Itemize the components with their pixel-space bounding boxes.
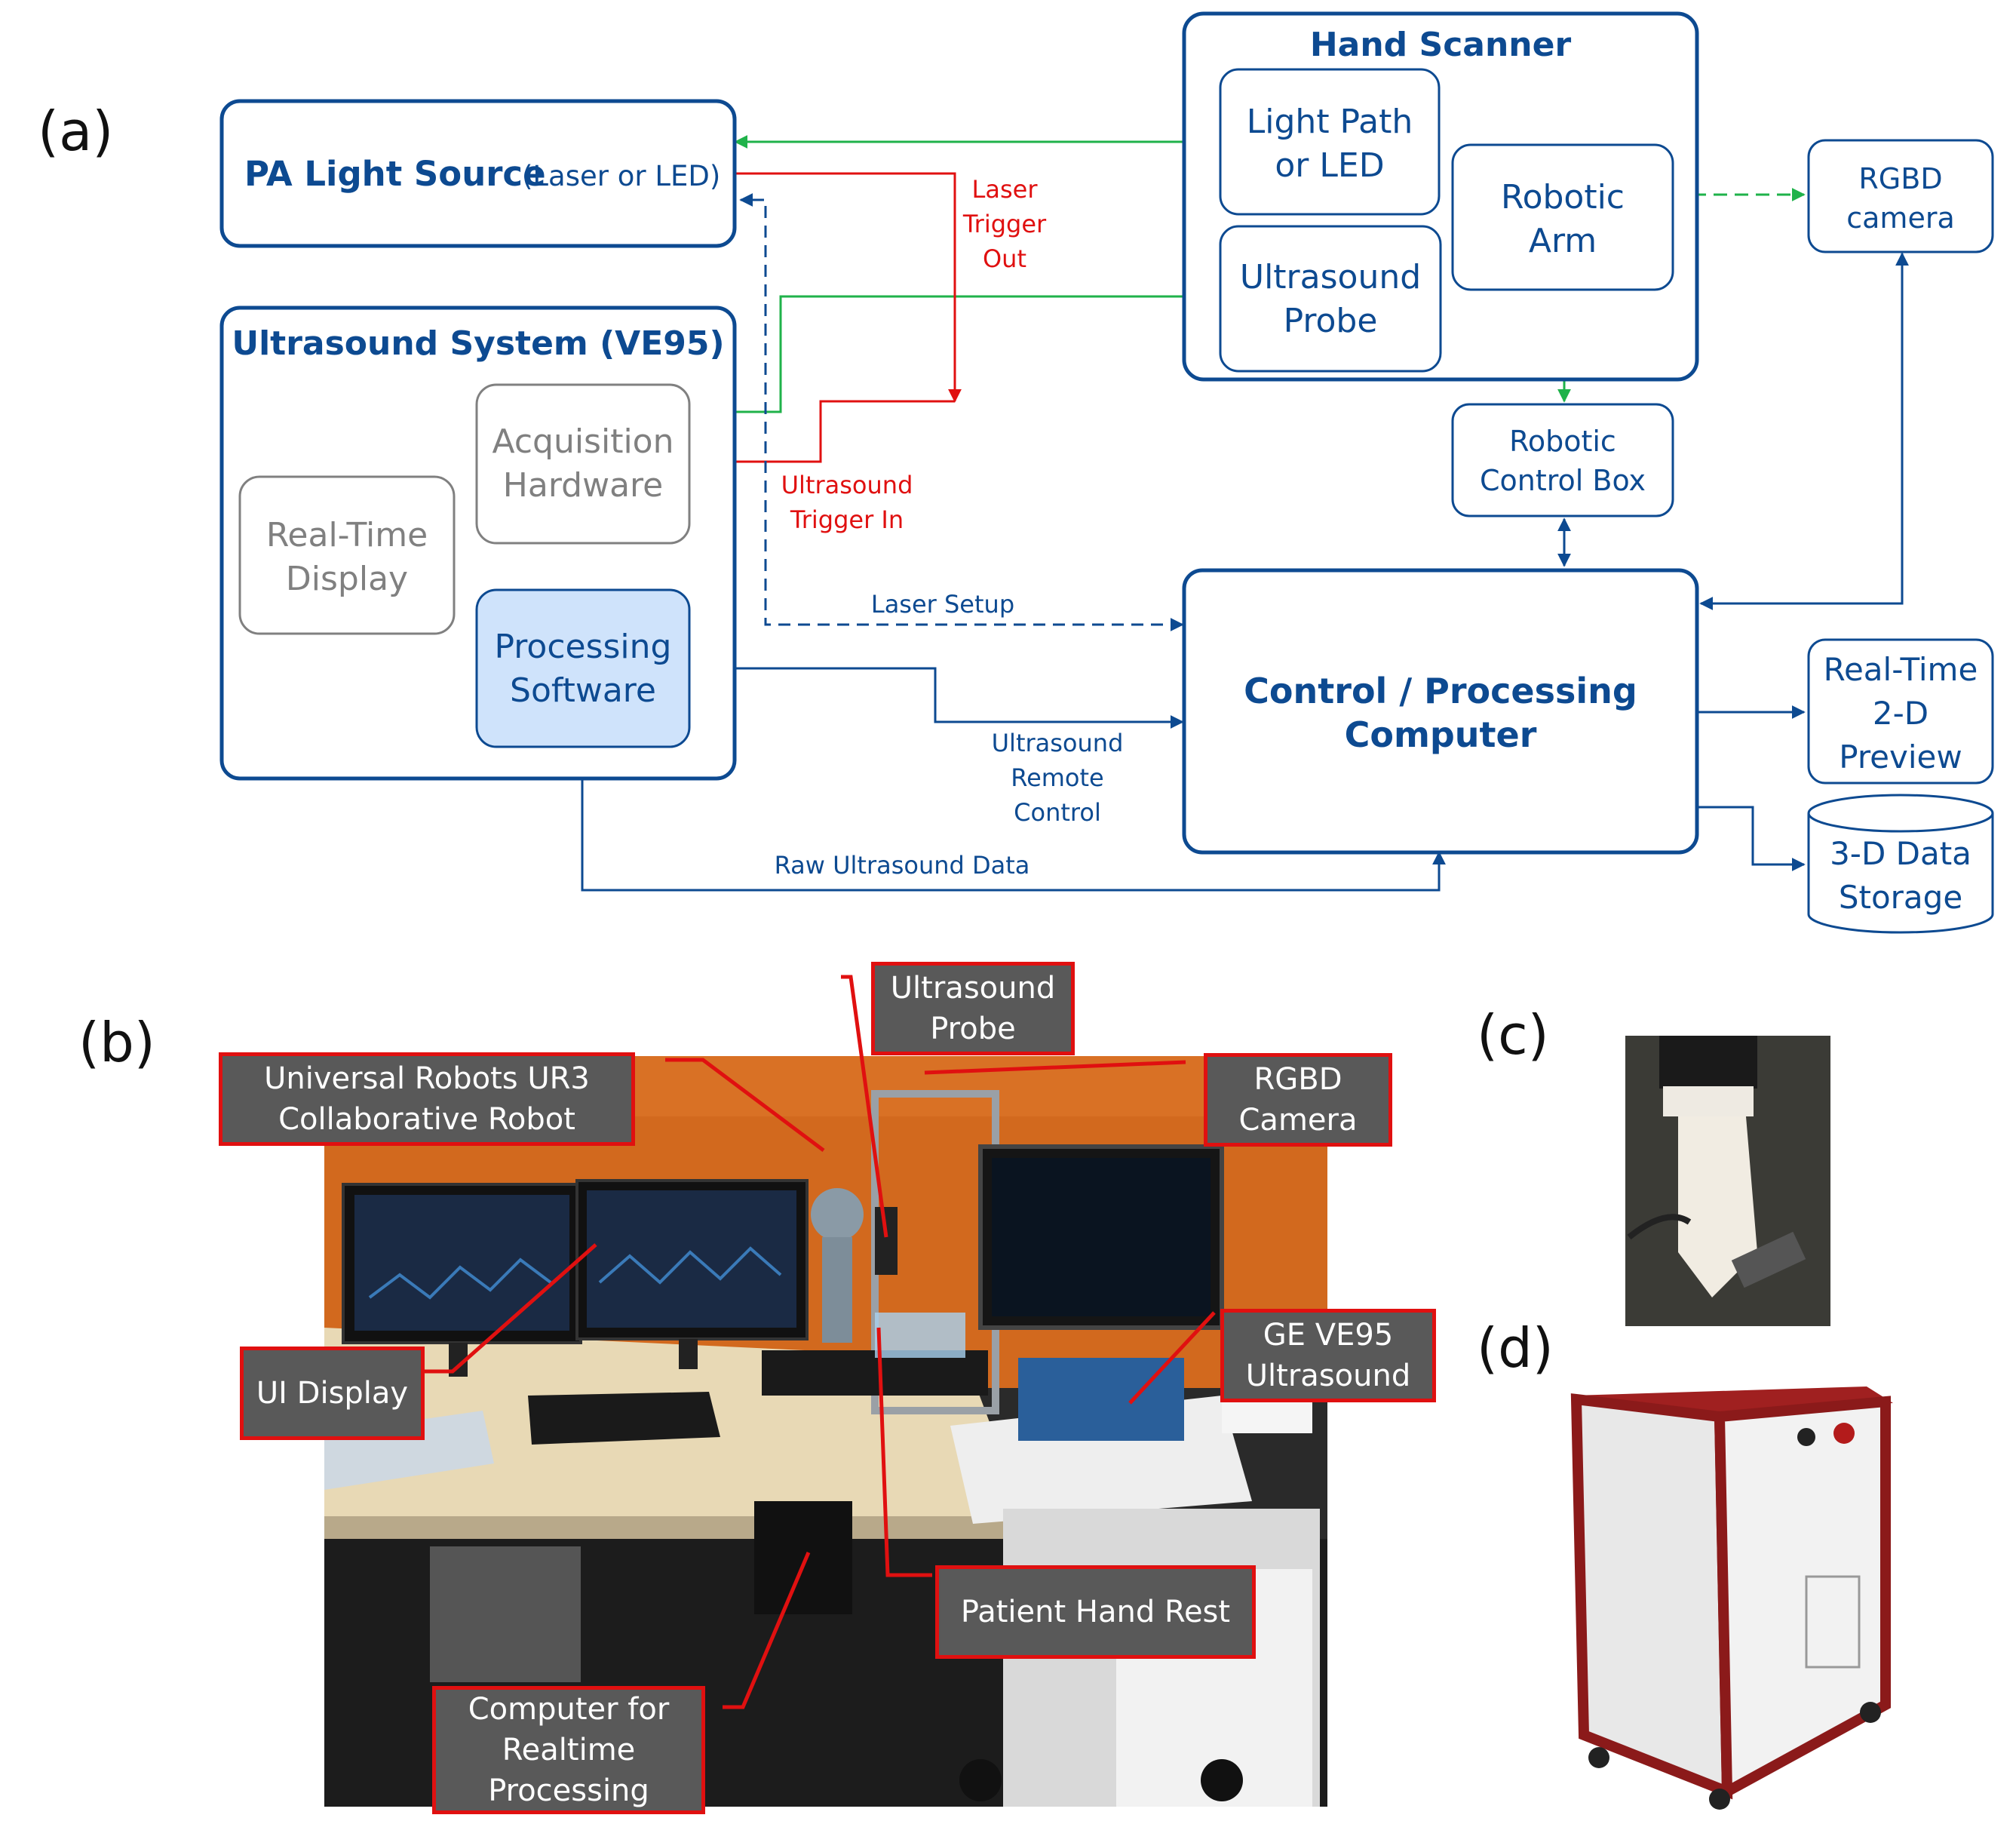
robotic-arm-line2: Arm	[1529, 222, 1597, 260]
arrow-raw-data	[581, 747, 1446, 892]
leader-ge	[1128, 1311, 1216, 1405]
preview-line2: 2-D	[1873, 695, 1929, 732]
processing-software-line1: Processing	[495, 628, 672, 666]
leader-probe	[841, 975, 888, 1238]
scanner-probe-line2: Probe	[1284, 302, 1378, 340]
leader-ur3	[665, 1058, 825, 1152]
laser-trigger-label-2: Trigger	[962, 210, 1047, 238]
callout-ge-ve95: GE VE95 Ultrasound	[1220, 1309, 1436, 1402]
pa-light-source-subtitle: (Laser or LED)	[522, 160, 720, 192]
data-storage-cylinder	[1807, 794, 1994, 934]
callout-patient-hand-rest: Patient Hand Rest	[935, 1565, 1256, 1659]
rgbd-camera-box	[1807, 139, 1994, 253]
callout-ur3-robot: Universal Robots UR3 Collaborative Robot	[219, 1052, 635, 1146]
acquisition-hardware-line1: Acquisition	[492, 422, 674, 461]
processing-software-box	[475, 588, 691, 748]
hand-scanner-title: Hand Scanner	[1310, 26, 1572, 64]
panel-label-c: (c)	[1477, 1003, 1549, 1067]
light-path-box	[1219, 68, 1441, 216]
leader-ui-display	[422, 1243, 597, 1374]
control-computer-line1: Control / Processing	[1244, 671, 1637, 711]
real-time-display-line1: Real-Time	[266, 516, 428, 554]
callout-ui-display: UI Display	[240, 1347, 425, 1440]
panel-label-d: (d)	[1477, 1316, 1554, 1380]
leader-rgbd	[924, 1060, 1186, 1075]
callout-leaders	[422, 975, 1216, 1709]
laser-source-photo	[1570, 1386, 1893, 1810]
preview-box	[1807, 638, 1994, 785]
preview-line3: Preview	[1839, 739, 1962, 775]
panel-label-b: (b)	[78, 1011, 155, 1074]
callout-computer-realtime: Computer for Realtime Processing	[432, 1686, 705, 1814]
laser-setup-label: Laser Setup	[871, 590, 1014, 619]
arrow-remote-control	[689, 662, 1184, 729]
acquisition-hardware-box	[475, 383, 691, 545]
acquisition-hardware-line2: Hardware	[503, 466, 663, 505]
leader-computer	[723, 1552, 811, 1709]
control-computer-line2: Computer	[1345, 714, 1537, 755]
pa-light-source-title: PA Light Source	[244, 154, 546, 194]
arrow-acq-to-probe	[689, 290, 1216, 419]
remote-control-label-2: Remote	[1011, 763, 1103, 792]
arrow-rgbd-computer	[1699, 252, 1909, 610]
us-trigger-label-2: Trigger In	[790, 505, 904, 534]
preview-line1: Real-Time	[1824, 651, 1978, 688]
leader-hand-rest	[876, 1327, 932, 1577]
processing-software-line2: Software	[510, 671, 656, 710]
laser-trigger-label-1: Laser	[972, 175, 1039, 204]
rgbd-camera-line1: RGBD	[1858, 162, 1942, 195]
robotic-control-line2: Control Box	[1480, 464, 1646, 497]
callout-ultrasound-probe: Ultrasound Probe	[871, 962, 1075, 1055]
remote-control-label-1: Ultrasound	[992, 729, 1124, 757]
scanner-probe-line1: Ultrasound	[1240, 258, 1421, 296]
laser-cabinet-front	[1570, 1393, 1733, 1800]
pa-light-source-box	[219, 99, 737, 248]
arrow-laser-setup	[739, 193, 1184, 631]
data-storage-line1: 3-D Data	[1830, 835, 1972, 872]
rgbd-camera-line2: camera	[1846, 201, 1954, 235]
control-computer-box	[1182, 568, 1699, 855]
arrow-laser-trigger	[705, 172, 962, 403]
light-path-line2: or LED	[1275, 146, 1384, 185]
us-trigger-label-1: Ultrasound	[781, 471, 913, 499]
probe-holder-photo	[1625, 1036, 1830, 1326]
laser-trigger-label-3: Out	[983, 244, 1026, 273]
robotic-arm-box	[1451, 143, 1674, 291]
panel-label-a: (a)	[38, 100, 114, 163]
remote-control-label-3: Control	[1014, 798, 1101, 827]
robotic-arm-line1: Robotic	[1501, 178, 1625, 216]
block-diagram: PA Light Source (Laser or LED) Hand Scan…	[219, 11, 1994, 934]
arrow-computer-storage	[1697, 806, 1806, 871]
laser-cabinet-side	[1714, 1396, 1891, 1801]
callout-rgbd-camera: RGBD Camera	[1204, 1053, 1392, 1147]
light-path-line1: Light Path	[1247, 103, 1413, 141]
data-storage-line2: Storage	[1839, 879, 1962, 916]
robotic-control-box	[1451, 403, 1674, 517]
real-time-display-line2: Display	[286, 560, 408, 598]
ultrasound-system-title: Ultrasound System (VE95)	[232, 324, 724, 363]
scanner-probe-box	[1219, 225, 1442, 373]
raw-data-label: Raw Ultrasound Data	[775, 851, 1030, 880]
real-time-display-box	[238, 475, 456, 635]
robotic-control-line1: Robotic	[1509, 425, 1616, 458]
